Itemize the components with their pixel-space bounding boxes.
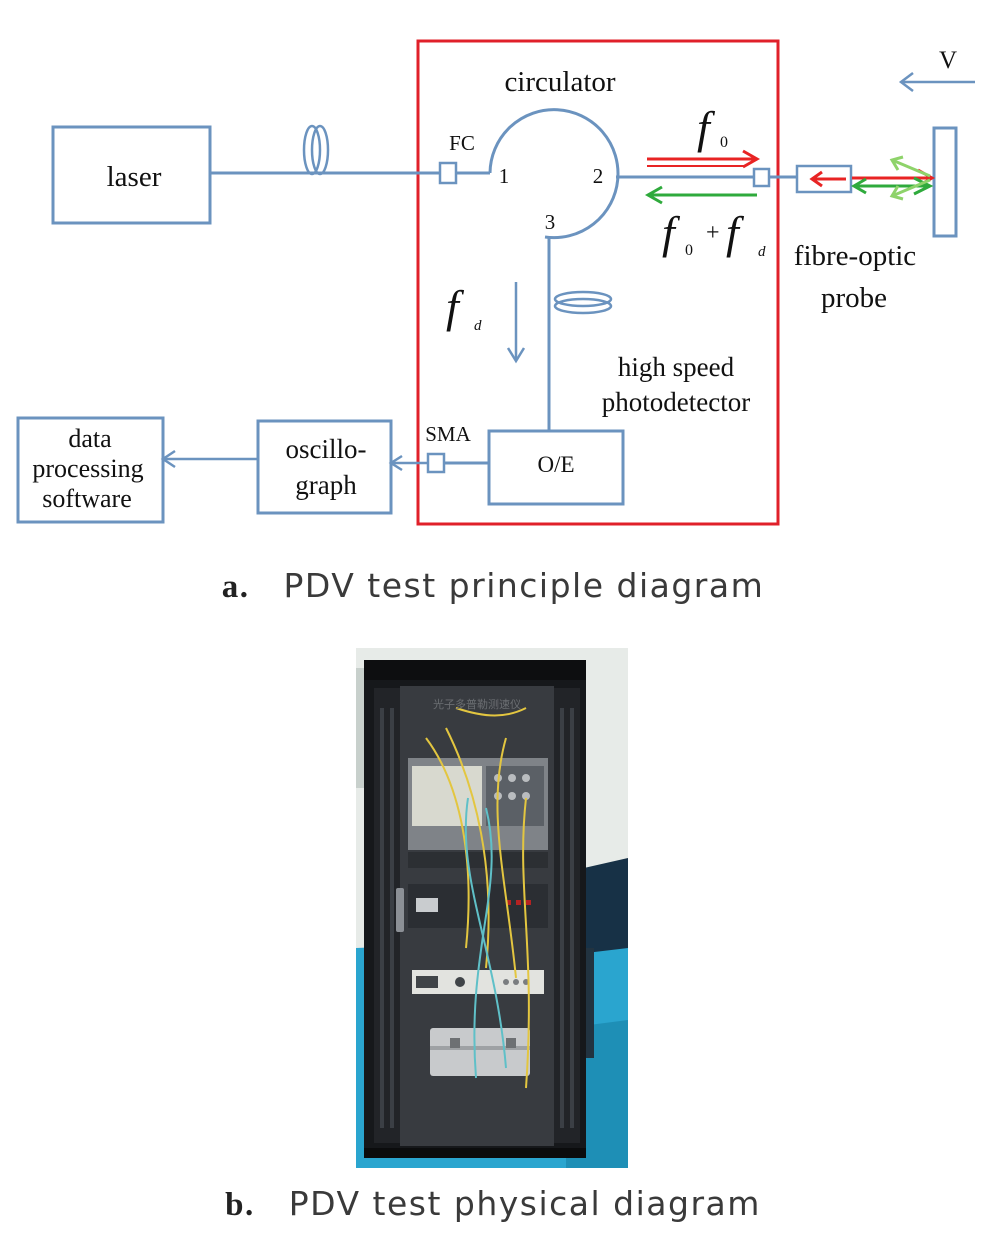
- svg-text:d: d: [474, 318, 482, 334]
- f0-plus-fd-label: f 0 + f d: [662, 207, 766, 260]
- circulator-label: circulator: [504, 66, 615, 98]
- dps-line-2: processing: [32, 454, 143, 483]
- port-2-label: 2: [593, 164, 604, 188]
- caption-a: a. PDV test principle diagram: [0, 566, 986, 606]
- oe-label: O/E: [537, 452, 574, 477]
- velocity-arrow: [898, 72, 975, 92]
- pdv-principle-diagram: laser FC circulator 1 2 3 V: [16, 39, 975, 526]
- circulator-arc: [488, 108, 620, 240]
- caption-a-text: PDV test principle diagram: [283, 566, 765, 605]
- fc-connector: [438, 161, 458, 185]
- fiber-coil-icon: [302, 124, 330, 176]
- pdv-cabinet-photo: 光子多普勒测速仪: [356, 648, 628, 1168]
- dps-line-1: data: [68, 424, 112, 453]
- photodetector-label: photodetector: [602, 387, 750, 417]
- svg-text:0: 0: [685, 242, 693, 259]
- laser-label: laser: [107, 161, 162, 193]
- dps-line-3: software: [42, 484, 132, 513]
- svg-text:f: f: [662, 207, 681, 258]
- high-speed-label: high speed: [618, 352, 735, 382]
- caption-b-text: PDV test physical diagram: [288, 1184, 761, 1223]
- fd-label: f d: [446, 281, 482, 334]
- probe-label: probe: [821, 282, 887, 314]
- returning-light-arrow: [644, 185, 757, 205]
- probe-reflection-arrows: [889, 155, 931, 201]
- svg-text:f: f: [726, 207, 745, 258]
- fibre-optic-label: fibre-optic: [794, 240, 916, 272]
- port-3-label: 3: [545, 210, 556, 234]
- svg-text:f: f: [697, 102, 716, 153]
- fibre-optic-probe-body: [795, 164, 853, 194]
- fiber-coil-2-icon: [553, 290, 613, 315]
- svg-text:f: f: [446, 281, 465, 332]
- cabinet-handle: [396, 888, 404, 932]
- svg-text:+: +: [706, 220, 720, 246]
- svg-text:d: d: [758, 244, 766, 260]
- fd-down-arrow: [506, 282, 526, 364]
- sma-connector: [426, 452, 446, 474]
- oscillograph-label-2: graph: [295, 470, 357, 500]
- velocity-label: V: [939, 47, 957, 74]
- cabinet-label: 光子多普勒测速仪: [433, 697, 521, 711]
- caption-b: b. PDV test physical diagram: [0, 1184, 986, 1224]
- caption-b-label: b.: [225, 1187, 255, 1223]
- oe-box: [487, 429, 625, 506]
- probe-connector-left: [752, 167, 771, 188]
- cable-oscillograph-software: [160, 449, 258, 469]
- port-1-label: 1: [499, 164, 510, 188]
- outgoing-light-arrow: [647, 149, 761, 169]
- equipment-case: [430, 1028, 530, 1076]
- oscillograph-label-1: oscillo-: [286, 434, 367, 464]
- f0-label: f 0: [697, 102, 728, 153]
- cable-sma-oscillograph: [388, 454, 428, 472]
- caption-a-label: a.: [221, 569, 250, 605]
- fibre-cables: [425, 707, 530, 1089]
- data-processing-box: [16, 416, 165, 524]
- laser-box: [51, 125, 212, 225]
- photodetector-frame: [416, 39, 780, 526]
- sma-label: SMA: [425, 422, 471, 446]
- svg-text:0: 0: [720, 134, 728, 151]
- fc-label: FC: [449, 131, 475, 155]
- oscillograph-box: [256, 419, 393, 515]
- target-plate: [932, 126, 958, 238]
